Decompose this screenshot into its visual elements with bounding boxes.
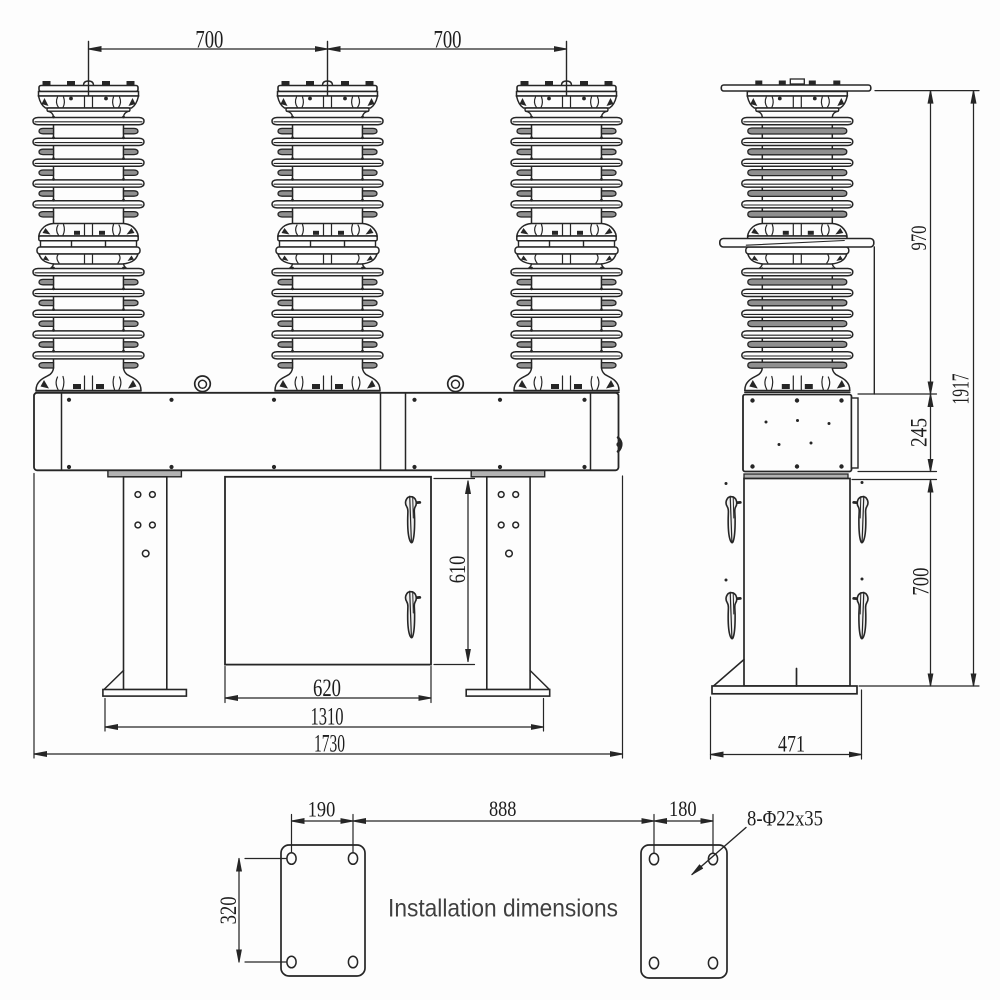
svg-text:8-Φ22x35: 8-Φ22x35 (747, 806, 823, 831)
svg-text:970: 970 (906, 226, 931, 251)
svg-text:320: 320 (216, 896, 242, 924)
svg-text:610: 610 (445, 556, 471, 584)
svg-text:700: 700 (909, 568, 935, 596)
svg-text:471: 471 (778, 732, 805, 758)
svg-text:620: 620 (313, 675, 341, 702)
svg-text:888: 888 (489, 796, 517, 821)
svg-text:Installation dimensions: Installation dimensions (388, 895, 618, 923)
svg-text:1730: 1730 (314, 731, 345, 758)
svg-text:1310: 1310 (311, 702, 344, 731)
svg-text:700: 700 (434, 27, 462, 54)
svg-text:180: 180 (669, 796, 697, 821)
svg-text:190: 190 (308, 797, 336, 822)
svg-text:1917: 1917 (948, 374, 975, 405)
svg-text:245: 245 (907, 418, 932, 447)
svg-text:700: 700 (195, 27, 223, 54)
